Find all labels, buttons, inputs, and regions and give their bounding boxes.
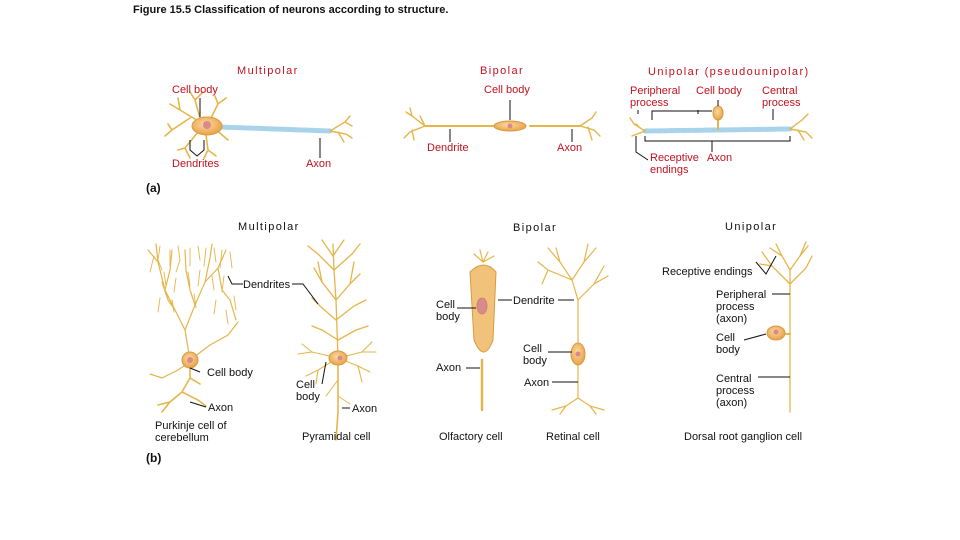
label-peripheral-b-1: Peripheral [716, 289, 767, 301]
caption-purkinje-2: cerebellum [155, 432, 209, 444]
panel-letter-b: (b) [146, 451, 162, 465]
label-cell-olfactory-2: body [436, 311, 460, 323]
label-peripheral-b-3: (axon) [716, 313, 748, 325]
label-central-a-1: Central [762, 85, 798, 97]
label-axon-retinal: Axon [524, 377, 550, 389]
label-axon-multipolar-a: Axon [306, 158, 332, 170]
label-cell-retinal-1: Cell [523, 343, 542, 355]
olfactory-cell [469, 249, 497, 412]
caption-drg: Dorsal root ganglion cell [684, 431, 803, 443]
label-receptive-a-2: endings [650, 164, 689, 176]
dorsal-root-ganglion-cell [759, 241, 813, 413]
label-cell-body-unipolar-a: Cell body [696, 85, 742, 97]
label-dendrite-bipolar-a: Dendrite [427, 142, 469, 154]
heading-unipolar-b: Unipolar [725, 221, 778, 233]
label-cell-body-bipolar-a: Cell body [484, 84, 530, 96]
heading-unipolar-a: Unipolar (pseudounipolar) [648, 66, 810, 78]
heading-multipolar-b: Multipolar [238, 221, 300, 233]
panel-letter-a: (a) [146, 181, 161, 195]
caption-pyramidal: Pyramidal cell [302, 431, 371, 443]
retinal-cell [537, 243, 609, 415]
label-axon-olfactory: Axon [436, 362, 462, 374]
label-peripheral-a-2: process [630, 97, 669, 109]
label-cell-pyramidal-2: body [296, 391, 320, 403]
label-axon-unipolar-a: Axon [707, 152, 733, 164]
caption-retinal: Retinal cell [546, 431, 600, 443]
bipolar-neuron-a [403, 107, 601, 141]
label-receptive-a-1: Receptive [650, 152, 699, 164]
caption-olfactory: Olfactory cell [439, 431, 503, 443]
label-dendrites-b: Dendrites [243, 279, 291, 291]
label-central-a-2: process [762, 97, 801, 109]
label-central-b-3: (axon) [716, 397, 748, 409]
purkinje-cell [147, 243, 239, 413]
label-dendrites-a: Dendrites [172, 158, 220, 170]
label-peripheral-b-2: process [716, 301, 755, 313]
label-cell-olfactory-1: Cell [436, 299, 455, 311]
label-receptive-endings-b: Receptive endings [662, 266, 753, 278]
label-cell-body-purkinje: Cell body [207, 367, 253, 379]
caption-purkinje-1: Purkinje cell of [155, 420, 227, 432]
unipolar-neuron-a [629, 105, 813, 141]
figure-title: Figure 15.5 Classification of neurons ac… [133, 4, 449, 16]
leader-dendrites-a [189, 140, 205, 157]
heading-multipolar-a: Multipolar [237, 65, 299, 77]
leaders-panel-b [189, 255, 790, 409]
label-cell-drg-2: body [716, 344, 740, 356]
heading-bipolar-b: Bipolar [513, 222, 558, 234]
label-cell-body-multipolar-a: Cell body [172, 84, 218, 96]
label-dendrite-b: Dendrite [513, 295, 555, 307]
pyramidal-cell [297, 239, 377, 441]
label-axon-bipolar-a: Axon [557, 142, 583, 154]
label-central-b-1: Central [716, 373, 752, 385]
label-axon-pyramidal: Axon [352, 403, 378, 415]
label-central-b-2: process [716, 385, 755, 397]
label-cell-pyramidal-1: Cell [296, 379, 315, 391]
label-axon-purkinje: Axon [208, 402, 234, 414]
heading-bipolar-a: Bipolar [480, 65, 525, 77]
label-cell-drg-1: Cell [716, 332, 735, 344]
label-cell-retinal-2: body [523, 355, 547, 367]
multipolar-neuron-a [164, 91, 353, 159]
label-peripheral-a-1: Peripheral [630, 85, 681, 97]
